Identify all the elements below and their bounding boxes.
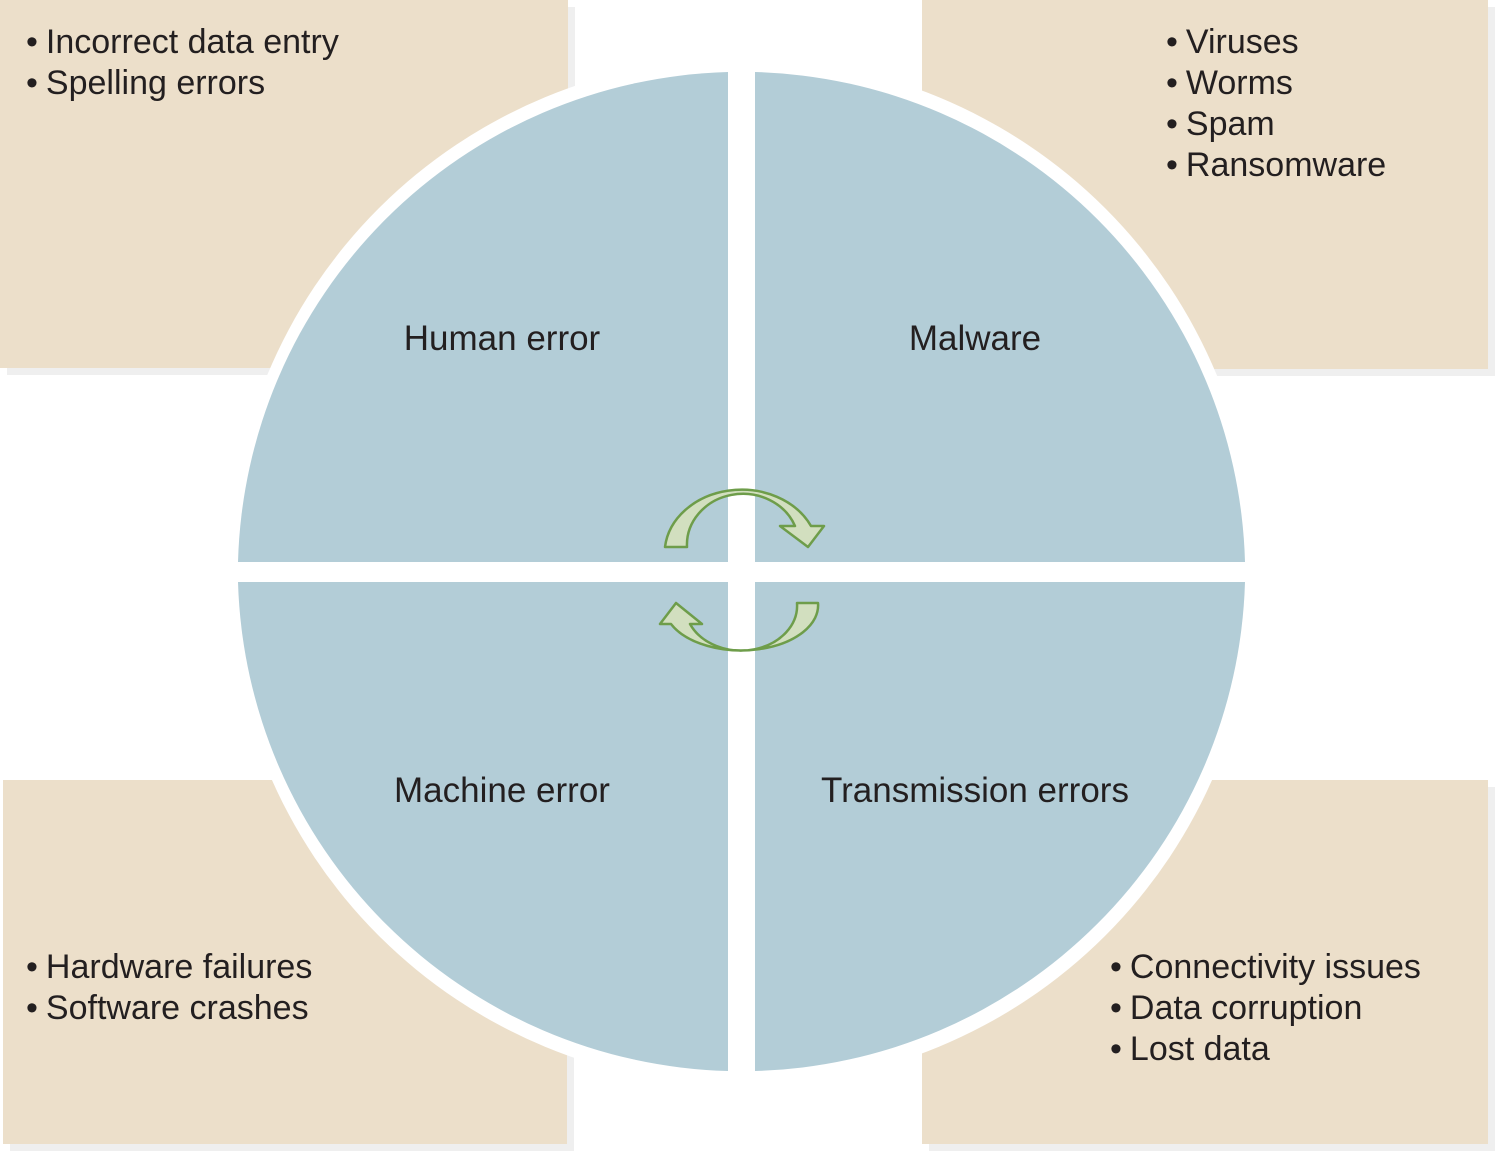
quadrant-transmission-errors	[755, 582, 1245, 1071]
list-item: Connectivity issues	[1110, 947, 1421, 988]
list-item: Lost data	[1110, 1029, 1421, 1070]
label-malware: Malware	[909, 319, 1041, 358]
list-item: Ransomware	[1166, 145, 1386, 186]
circle-outline	[228, 58, 1256, 1086]
cycle-arrow-top-icon	[663, 488, 826, 549]
list-item: Spam	[1166, 104, 1386, 145]
quadrant-malware	[755, 72, 1245, 562]
list-item: Spelling errors	[26, 63, 339, 104]
list-item: Worms	[1166, 63, 1386, 104]
list-machine-error: Hardware failures Software crashes	[26, 947, 312, 1029]
list-human-error: Incorrect data entry Spelling errors	[26, 22, 339, 104]
label-machine-error: Machine error	[394, 771, 610, 810]
list-item: Viruses	[1166, 22, 1386, 63]
list-malware: Viruses Worms Spam Ransomware	[1166, 22, 1386, 186]
list-item: Incorrect data entry	[26, 22, 339, 63]
quadrant-human-error	[238, 72, 728, 562]
list-item: Software crashes	[26, 988, 312, 1029]
quadrant-machine-error	[238, 582, 728, 1071]
list-item: Hardware failures	[26, 947, 312, 988]
list-transmission-errors: Connectivity issues Data corruption Lost…	[1110, 947, 1421, 1070]
cycle-arrow-bottom-icon	[658, 601, 820, 652]
label-transmission-errors: Transmission errors	[821, 771, 1129, 810]
list-item: Data corruption	[1110, 988, 1421, 1029]
label-human-error: Human error	[404, 319, 601, 358]
